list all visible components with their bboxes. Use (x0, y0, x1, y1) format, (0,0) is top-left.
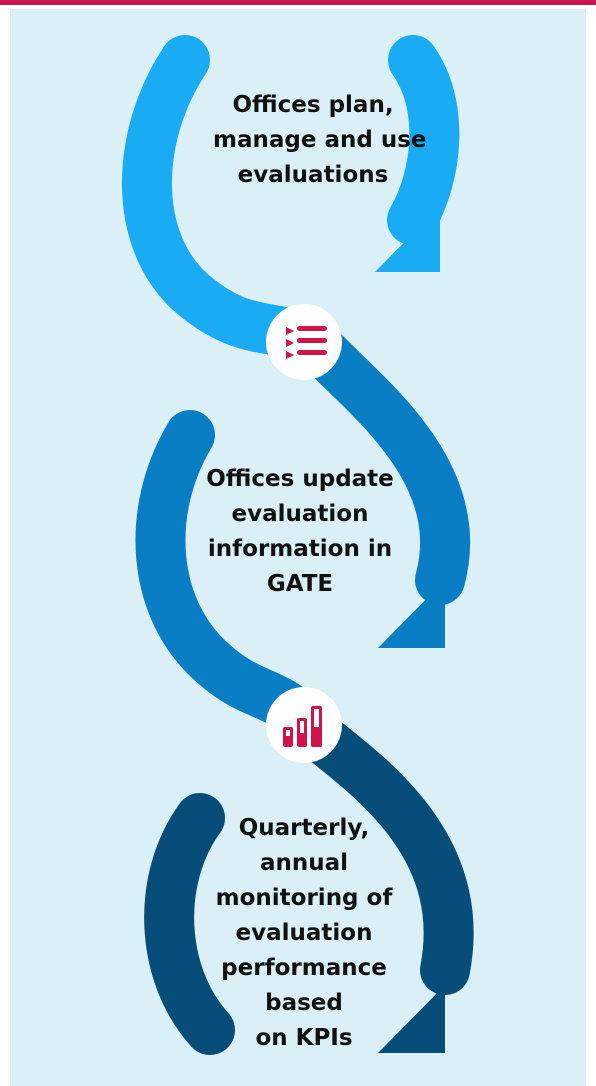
top-rule (0, 0, 596, 5)
step-3-line-5: performance (221, 955, 387, 981)
step-1-line-2: manage and use (213, 127, 427, 153)
step-3-line-3: monitoring of (215, 885, 393, 911)
step-3-line-6: based (265, 990, 343, 1016)
step-3-line-7: on KPIs (255, 1025, 353, 1051)
step-3-line-2: annual (259, 850, 349, 876)
step-3-line-1: Quarterly, (238, 815, 370, 841)
step-3-text: Quarterly, annual monitoring of evaluati… (204, 811, 404, 1056)
step-1-text: Offices plan, manage and use evaluations (213, 88, 427, 193)
step-2-line-2: evaluation (231, 501, 369, 527)
step-2-text: Offices update evaluation information in… (200, 462, 400, 602)
list-icon (266, 304, 342, 380)
bar-chart-icon (266, 687, 342, 763)
step-2-line-4: GATE (266, 571, 334, 597)
step-1-line-3: evaluations (237, 162, 389, 188)
step-1-line-1: Offices plan, (232, 92, 394, 118)
step-2-line-3: information in (207, 536, 393, 562)
diagram-panel (10, 9, 586, 1086)
step-3-line-4: evaluation (235, 920, 373, 946)
step-2-line-1: Offices update (206, 466, 394, 492)
